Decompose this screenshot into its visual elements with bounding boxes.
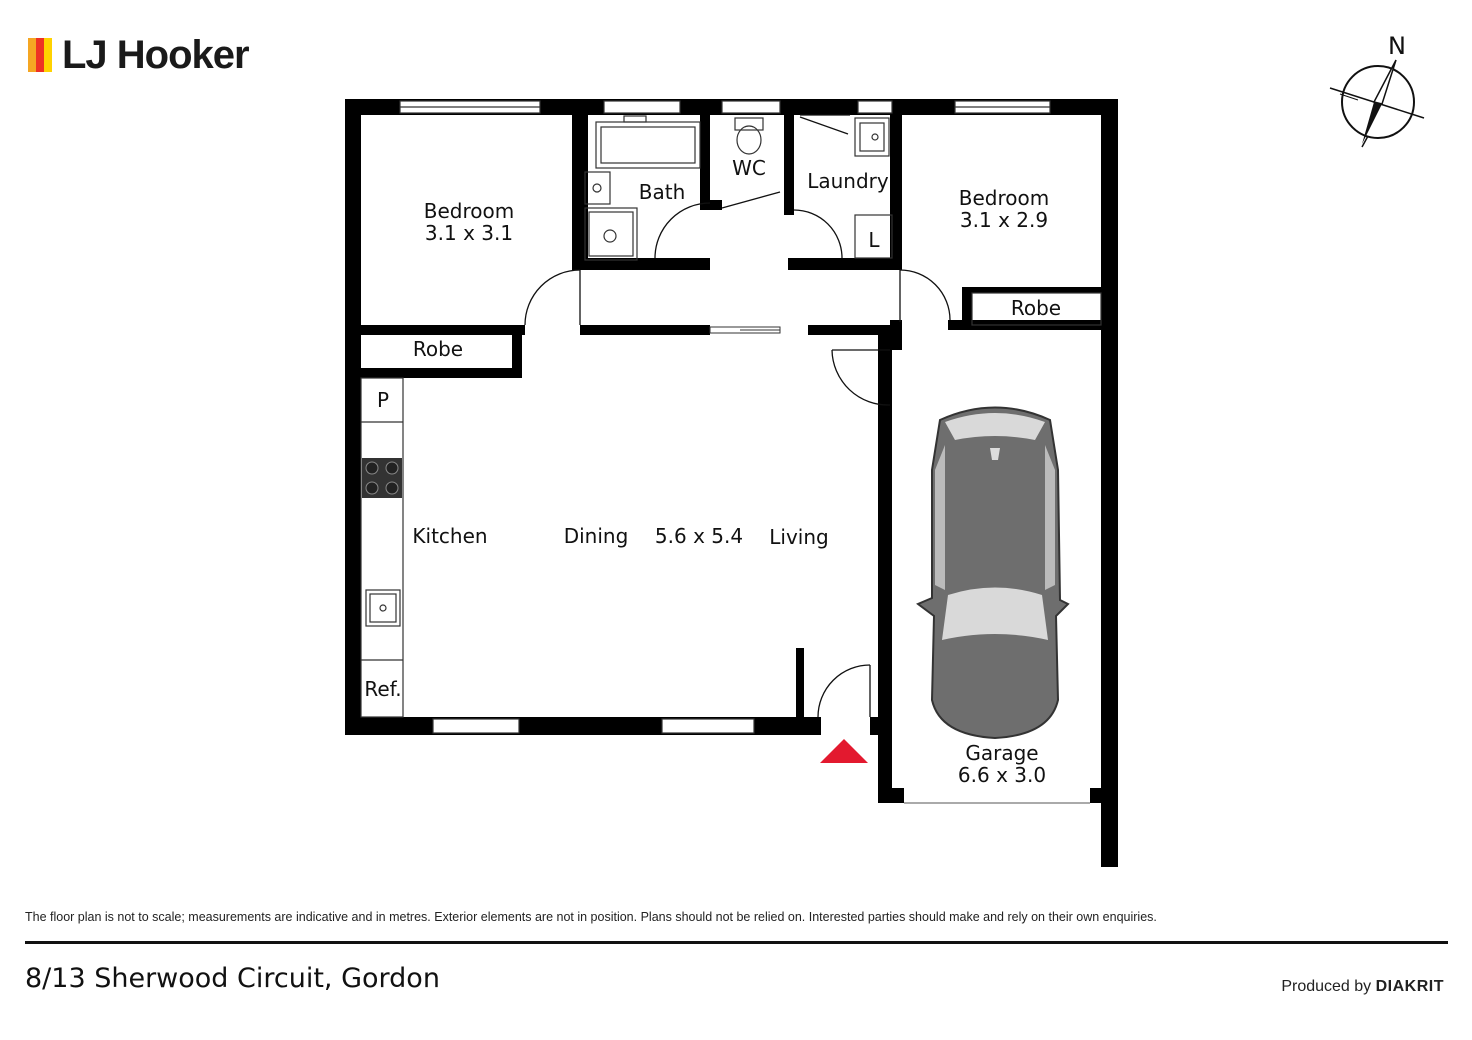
bedroom2-size: 3.1 x 2.9 [959,208,1049,232]
wc-label: WC [732,156,766,180]
compass-icon [1329,59,1425,148]
dining-label: Dining [563,524,629,548]
windows [399,100,1051,734]
bedroom2-name: Bedroom [958,186,1050,210]
bedroom1-size: 3.1 x 3.1 [424,221,514,245]
fridge-label: Ref. [364,677,402,701]
bath-label: Bath [638,180,686,204]
property-address: 8/13 Sherwood Circuit, Gordon [25,963,440,994]
garage-size: 6.6 x 3.0 [957,763,1047,787]
footer-divider [25,941,1448,944]
door-swings [524,114,951,718]
brand-name: LJ Hooker [62,32,250,77]
kitchen-label: Kitchen [412,524,488,548]
producer-name: DIAKRIT [1375,978,1444,995]
produced-by-text: Produced by [1281,978,1372,995]
laundry-label: Laundry [807,169,889,193]
bedroom2-label: Bedroom 3.1 x 2.9 [944,187,1064,231]
disclaimer-text: The floor plan is not to scale; measurem… [25,910,1157,924]
car-icon [916,406,1070,740]
cooktop [362,458,402,498]
sliding-door [709,326,781,334]
logo-bars-icon [28,38,52,72]
bedroom1-label: Bedroom 3.1 x 3.1 [409,200,529,244]
lj-hooker-logo: LJ Hooker [28,28,250,82]
living-size-label: 5.6 x 5.4 [654,524,744,548]
north-label: N [1388,32,1406,60]
producer-credit: Produced by DIAKRIT [1281,978,1444,996]
robe2-label: Robe [1010,296,1062,320]
laundry-fixture-label: L [868,228,880,252]
floor-plan [345,99,1118,867]
robe1-label: Robe [412,337,464,361]
fixtures [360,115,1102,718]
bedroom1-name: Bedroom [423,199,515,223]
pantry-label: P [376,388,390,412]
garage-name: Garage [965,741,1039,765]
entry-marker-icon [820,739,868,763]
living-label: Living [769,525,829,549]
garage-label: Garage 6.6 x 3.0 [942,742,1062,786]
